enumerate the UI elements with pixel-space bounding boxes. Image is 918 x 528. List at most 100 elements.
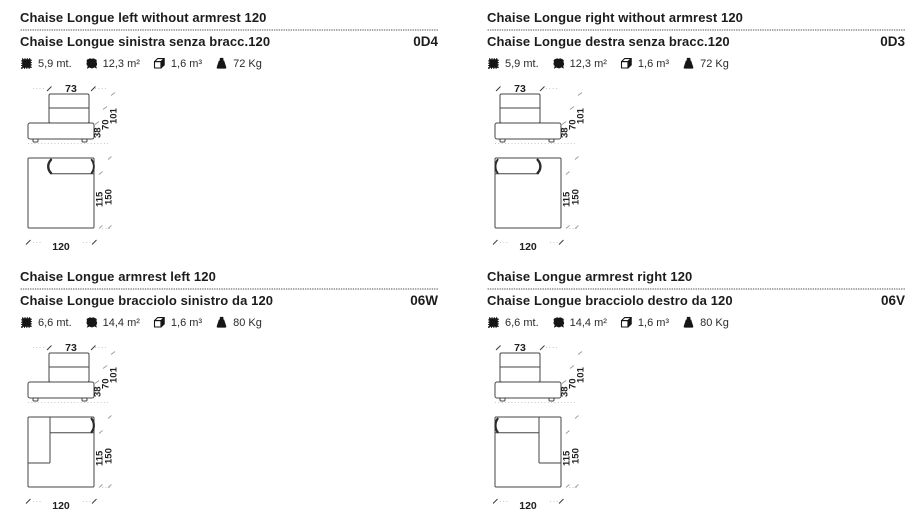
spec-weight: 80 Kg <box>682 316 729 329</box>
dim-width: 120 <box>519 241 537 253</box>
dim-front-width: 73 <box>65 83 77 95</box>
weight-icon <box>216 316 227 328</box>
spec-fabric-value: 6,6 mt. <box>38 316 72 329</box>
dim-height-seat: 38 <box>93 386 104 397</box>
product-card-0d3: Chaise Longue right without armrest 120 … <box>487 10 905 255</box>
product-code: 06V <box>880 293 905 308</box>
product-code: 0D3 <box>880 34 905 49</box>
top-view-drawing: 120 115 150 <box>492 415 582 512</box>
dim-height-total: 101 <box>576 107 587 124</box>
dotted-divider <box>20 29 438 31</box>
spec-weight-value: 72 Kg <box>700 57 729 70</box>
dim-front-width: 73 <box>514 83 526 95</box>
dim-height-mid: 70 <box>568 378 579 389</box>
dim-height-seat: 38 <box>560 127 571 138</box>
dim-depth-seat: 115 <box>562 191 573 207</box>
spec-volume-value: 1,6 m³ <box>170 316 203 329</box>
dim-depth-total: 150 <box>104 189 115 205</box>
spec-weight-value: 72 Kg <box>233 57 262 70</box>
leather-hide-icon <box>553 58 564 69</box>
dim-height-total: 101 <box>109 107 120 124</box>
spec-volume: 1,6 m³ <box>620 316 669 329</box>
spec-volume: 1,6 m³ <box>620 57 669 70</box>
spec-fabric: 5,9 mt. <box>487 57 539 70</box>
technical-drawings: 73 38 70 101 120 115 15 <box>492 339 624 514</box>
specs-row: 5,9 mt. 12,3 m² 1,6 m³ <box>487 57 905 70</box>
product-code: 0D4 <box>413 34 438 49</box>
product-card-0d4: Chaise Longue left without armrest 120 C… <box>20 10 438 255</box>
spec-leather-value: 12,3 m² <box>102 57 140 70</box>
dotted-divider <box>487 288 905 290</box>
dotted-divider <box>20 288 438 290</box>
product-title-it: Chaise Longue destra senza bracc.120 <box>487 34 730 49</box>
spec-leather-value: 14,4 m² <box>102 316 140 329</box>
specs-row: 6,6 mt. 14,4 m² 1,6 m³ <box>20 316 438 329</box>
fabric-swatch-icon <box>21 317 32 328</box>
spec-fabric: 6,6 mt. <box>487 316 539 329</box>
spec-volume: 1,6 m³ <box>153 57 202 70</box>
dim-depth-total: 150 <box>104 448 115 464</box>
product-title-en: Chaise Longue armrest left 120 <box>20 269 216 284</box>
spec-fabric: 6,6 mt. <box>20 316 72 329</box>
spec-leather-value: 12,3 m² <box>569 57 607 70</box>
leather-hide-icon <box>86 317 97 328</box>
volume-cube-icon <box>153 58 165 69</box>
dim-height-seat: 38 <box>560 386 571 397</box>
technical-drawings: 73 38 70 101 120 115 <box>25 80 157 255</box>
top-view-drawing: 120 115 150 <box>25 156 115 253</box>
spec-leather: 14,4 m² <box>552 316 607 329</box>
spec-weight: 80 Kg <box>215 316 262 329</box>
technical-drawings: 73 38 70 101 120 115 <box>492 80 624 255</box>
dim-depth-seat: 115 <box>95 450 106 466</box>
spec-volume-value: 1,6 m³ <box>637 57 670 70</box>
product-title-it: Chaise Longue sinistra senza bracc.120 <box>20 34 271 49</box>
dim-width: 120 <box>52 500 70 512</box>
front-view-drawing: 73 38 70 101 <box>494 342 587 403</box>
fabric-swatch-icon <box>488 317 499 328</box>
spec-weight-value: 80 Kg <box>233 316 262 329</box>
specs-row: 6,6 mt. 14,4 m² 1,6 m³ <box>487 316 905 329</box>
spec-leather: 12,3 m² <box>552 57 607 70</box>
spec-leather: 12,3 m² <box>85 57 140 70</box>
dim-width: 120 <box>519 500 537 512</box>
product-title-en: Chaise Longue left without armrest 120 <box>20 10 267 25</box>
spec-fabric: 5,9 mt. <box>20 57 72 70</box>
dim-front-width: 73 <box>514 342 526 354</box>
product-card-06v: Chaise Longue armrest right 120 Chaise L… <box>487 269 905 514</box>
dim-depth-total: 150 <box>571 448 582 464</box>
dim-height-mid: 70 <box>101 119 112 130</box>
title-row-it: Chaise Longue bracciolo sinistro da 120 … <box>20 293 438 308</box>
spec-weight-value: 80 Kg <box>700 316 729 329</box>
leather-hide-icon <box>86 58 97 69</box>
front-view-drawing: 73 38 70 101 <box>494 83 587 144</box>
dim-depth-seat: 115 <box>95 191 106 207</box>
spec-fabric-value: 6,6 mt. <box>505 316 539 329</box>
technical-drawings: 73 38 70 101 120 115 15 <box>25 339 157 514</box>
dim-height-total: 101 <box>109 366 120 383</box>
volume-cube-icon <box>153 317 165 328</box>
product-title-it: Chaise Longue bracciolo sinistro da 120 <box>20 293 274 308</box>
weight-icon <box>683 57 694 69</box>
spec-weight: 72 Kg <box>215 57 262 70</box>
dim-depth-seat: 115 <box>562 450 573 466</box>
volume-cube-icon <box>620 317 632 328</box>
weight-icon <box>216 57 227 69</box>
title-row-it: Chaise Longue destra senza bracc.120 0D3 <box>487 34 905 49</box>
spec-weight: 72 Kg <box>682 57 729 70</box>
dim-depth-total: 150 <box>571 189 582 205</box>
product-card-06w: Chaise Longue armrest left 120 Chaise Lo… <box>20 269 438 514</box>
fabric-swatch-icon <box>21 58 32 69</box>
specs-row: 5,9 mt. 12,3 m² 1,6 m³ <box>20 57 438 70</box>
dim-width: 120 <box>52 241 70 253</box>
dim-height-mid: 70 <box>568 119 579 130</box>
product-title-it: Chaise Longue bracciolo destro da 120 <box>487 293 733 308</box>
spec-volume: 1,6 m³ <box>153 316 202 329</box>
product-code: 06W <box>410 293 438 308</box>
dim-front-width: 73 <box>65 342 77 354</box>
spec-fabric-value: 5,9 mt. <box>38 57 72 70</box>
fabric-swatch-icon <box>488 58 499 69</box>
spec-volume-value: 1,6 m³ <box>637 316 670 329</box>
spec-fabric-value: 5,9 mt. <box>505 57 539 70</box>
front-view-drawing: 73 38 70 101 <box>27 83 120 144</box>
